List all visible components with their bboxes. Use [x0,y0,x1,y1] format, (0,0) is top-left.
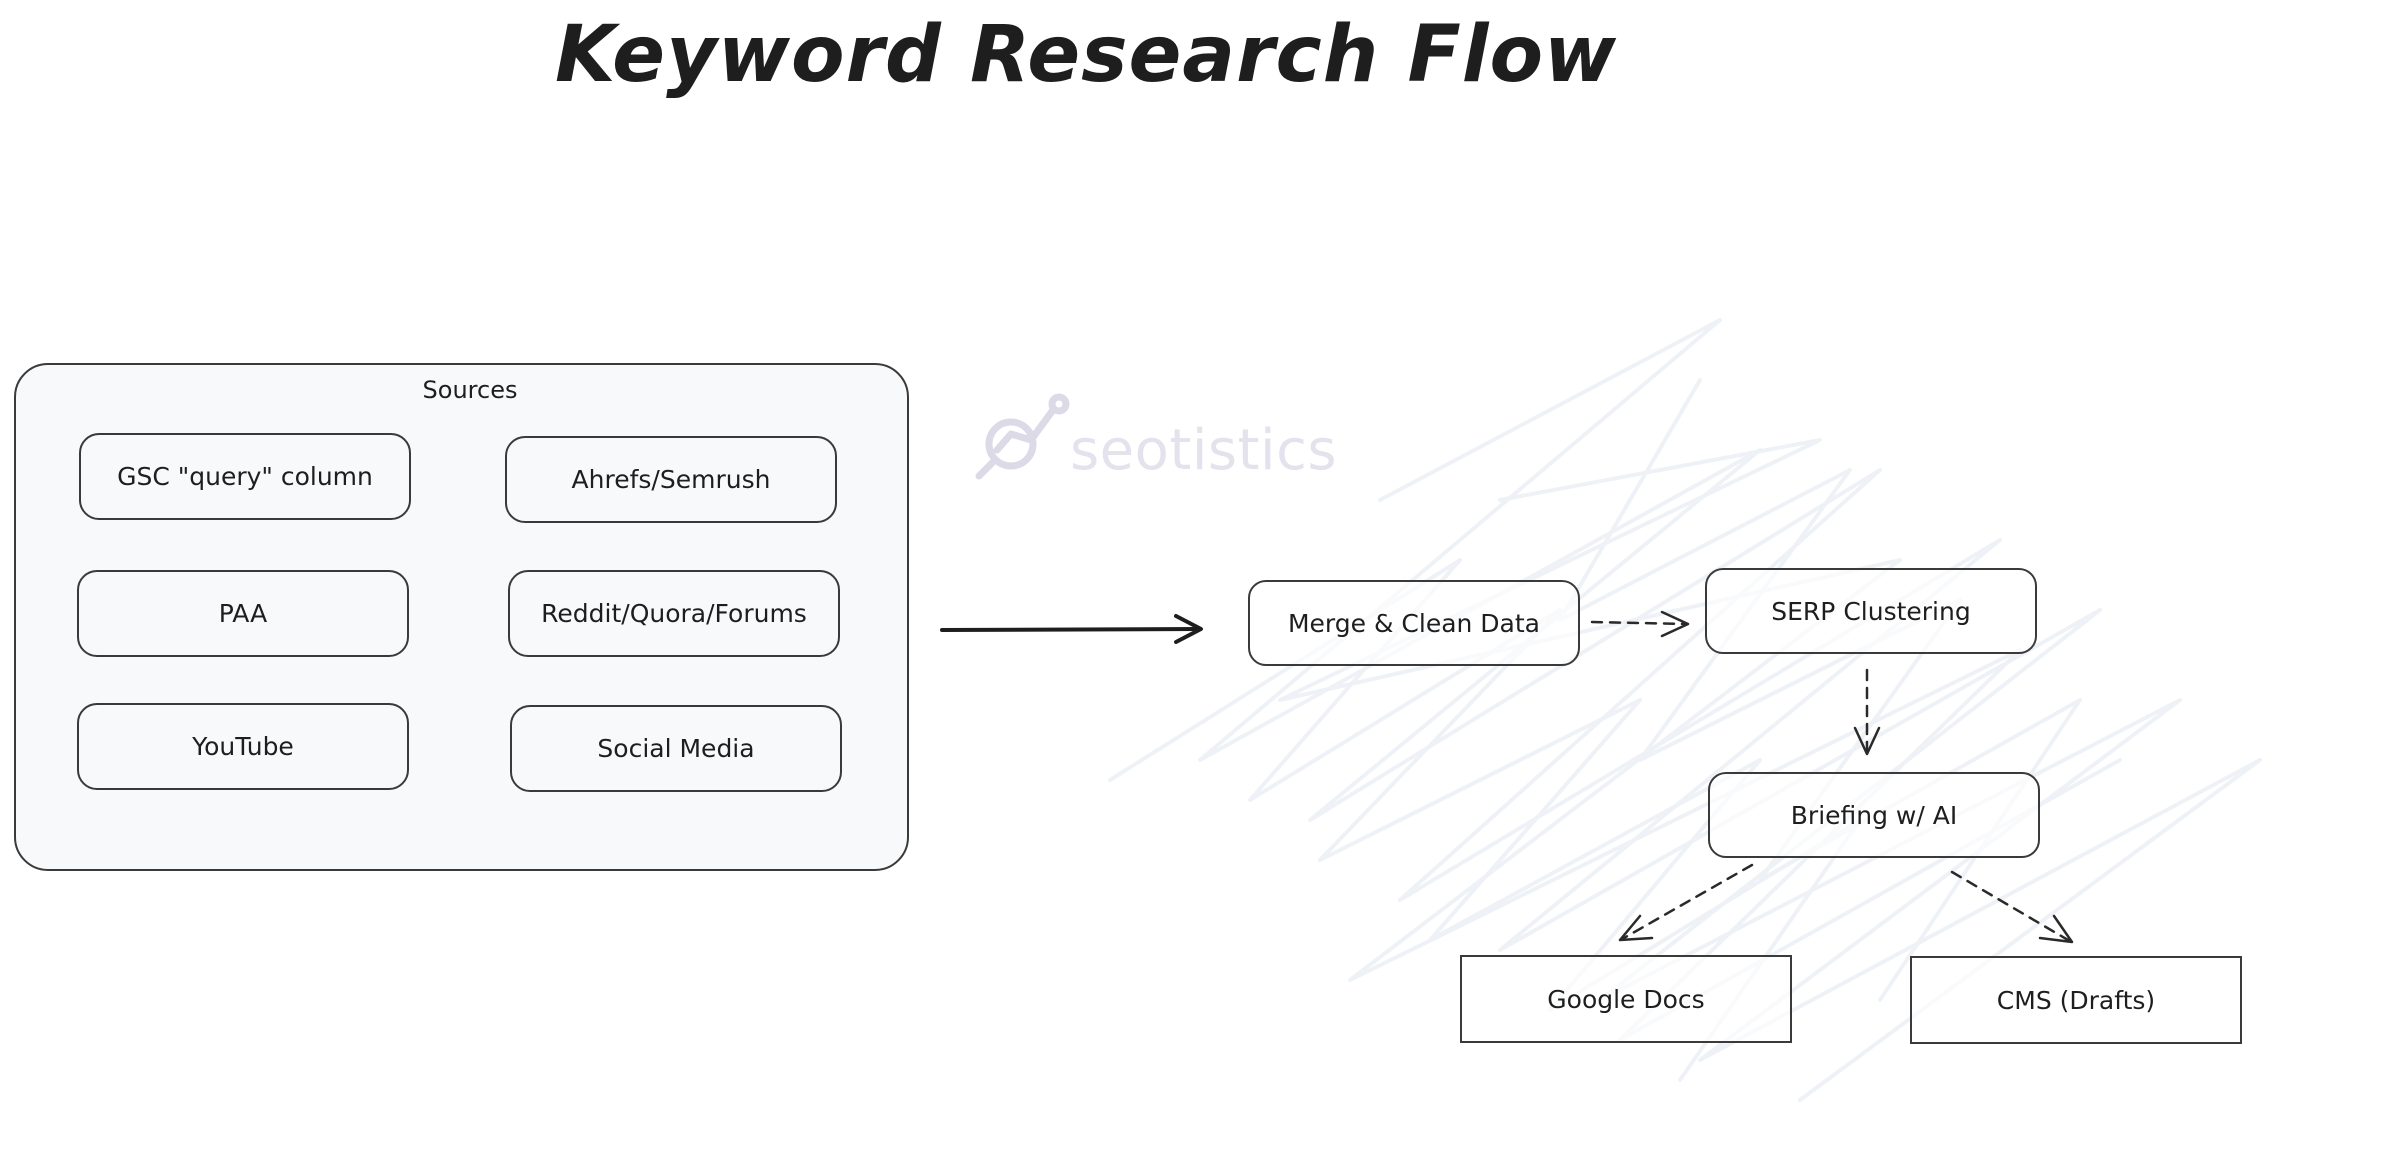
source-youtube[interactable]: YouTube [77,703,409,790]
arrow-briefing-to-google-docs [1618,863,1754,942]
node-label: Merge & Clean Data [1287,608,1540,638]
source-label: Social Media [597,734,755,763]
node-label: Briefing w/ AI [1790,800,1958,830]
page-title: Keyword Research Flow [555,10,1618,100]
sources-group-label: Sources [422,376,518,404]
node-label: CMS (Drafts) [1996,985,2156,1015]
source-reddit-quora-forums[interactable]: Reddit/Quora/Forums [508,570,840,657]
source-social-media[interactable]: Social Media [510,705,842,792]
arrow-sources-to-merge [940,614,1203,644]
watermark-text: seotistics [1070,418,1338,483]
node-google-docs[interactable]: Google Docs [1460,955,1792,1043]
source-ahrefs-semrush[interactable]: Ahrefs/Semrush [505,436,837,523]
node-label: Google Docs [1547,984,1705,1014]
node-label: SERP Clustering [1771,596,1971,626]
seotistics-logo-icon [975,393,1070,480]
node-briefing-ai[interactable]: Briefing w/ AI [1708,772,2040,858]
source-label: Reddit/Quora/Forums [541,599,807,628]
source-label: PAA [218,599,268,628]
source-label: YouTube [192,732,294,761]
source-paa[interactable]: PAA [77,570,409,657]
node-cms-drafts[interactable]: CMS (Drafts) [1910,956,2242,1044]
arrow-merge-to-serp [1590,610,1690,638]
source-label: Ahrefs/Semrush [571,465,771,494]
arrow-briefing-to-cms [1950,870,2074,944]
arrow-serp-to-briefing [1853,668,1881,756]
node-serp-clustering[interactable]: SERP Clustering [1705,568,2037,654]
source-gsc-query-column[interactable]: GSC "query" column [79,433,411,520]
node-merge-clean-data[interactable]: Merge & Clean Data [1248,580,1580,666]
source-label: GSC "query" column [117,462,373,491]
